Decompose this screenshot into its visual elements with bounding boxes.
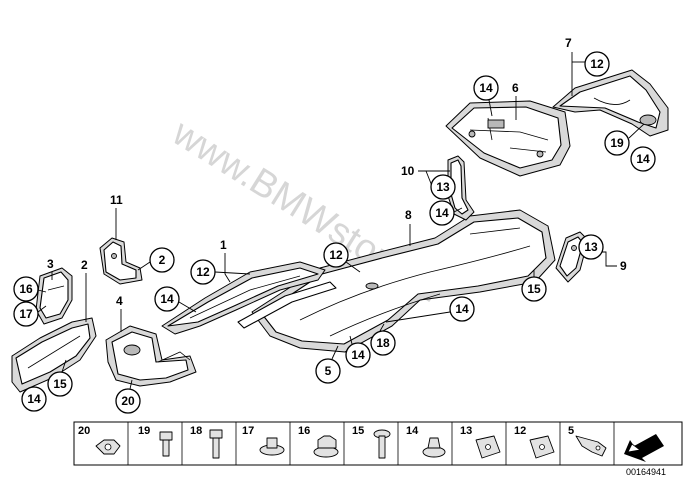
svg-text:12: 12 <box>514 425 526 437</box>
strip-item-17: 17 <box>242 425 285 456</box>
strip-item-15: 15 <box>352 425 391 459</box>
callout-5: 5 <box>315 358 341 384</box>
callout-14-lower-left: 14 <box>21 386 47 412</box>
label-1: 1 <box>220 238 227 252</box>
svg-text:17: 17 <box>242 425 254 437</box>
parts-strip: 20 19 18 17 16 15 <box>73 421 683 466</box>
label-7: 7 <box>565 36 572 50</box>
callout-15-right: 15 <box>521 276 547 302</box>
svg-text:14: 14 <box>406 425 419 437</box>
strip-item-5: 5 <box>568 425 607 457</box>
part-11-bracket <box>99 237 143 285</box>
svg-text:15: 15 <box>352 425 364 437</box>
callout-18: 18 <box>370 330 396 356</box>
label-6: 6 <box>512 81 519 95</box>
strip-item-16: 16 <box>298 425 339 458</box>
svg-text:18: 18 <box>376 336 390 350</box>
svg-text:2: 2 <box>159 253 166 267</box>
svg-text:14: 14 <box>479 81 493 95</box>
strip-item-12: 12 <box>514 425 555 459</box>
svg-text:14: 14 <box>636 152 650 166</box>
svg-text:14: 14 <box>435 206 449 220</box>
part-7-heat-shield <box>552 69 669 137</box>
svg-text:14: 14 <box>160 292 174 306</box>
callout-14-center: 14 <box>429 200 455 226</box>
strip-item-13: 13 <box>460 425 501 459</box>
part-10-bracket <box>447 155 475 221</box>
part-1-heat-shield <box>161 261 326 335</box>
part-6-heat-shield <box>445 100 571 177</box>
svg-text:19: 19 <box>610 136 624 150</box>
callouts: 12 14 19 14 13 14 12 <box>13 51 656 414</box>
part-3-shield <box>35 267 73 325</box>
strip-item-14: 14 <box>406 425 446 458</box>
label-3: 3 <box>47 257 54 271</box>
label-10: 10 <box>401 164 415 178</box>
label-11: 11 <box>110 193 123 207</box>
callout-14-top: 14 <box>473 75 499 101</box>
callout-17: 17 <box>13 301 39 327</box>
callout-16: 16 <box>13 276 39 302</box>
svg-text:17: 17 <box>19 307 33 321</box>
label-8: 8 <box>405 208 412 222</box>
label-9: 9 <box>620 259 627 273</box>
plain-labels: 7 6 10 8 9 11 1 3 2 4 <box>47 36 627 332</box>
strip-item-20: 20 <box>78 425 121 455</box>
svg-text:5: 5 <box>325 364 332 378</box>
callout-2: 2 <box>149 247 175 273</box>
callout-13-right: 13 <box>578 234 604 260</box>
callout-14-bottom-center: 14 <box>345 342 371 368</box>
direction-arrow-icon <box>624 434 664 462</box>
part-2-shield <box>11 317 97 393</box>
svg-text:12: 12 <box>329 248 343 262</box>
callout-12-center: 12 <box>323 242 349 268</box>
label-4: 4 <box>116 294 123 308</box>
svg-text:19: 19 <box>138 425 150 437</box>
part-4-bracket <box>105 325 197 387</box>
svg-text:15: 15 <box>53 377 67 391</box>
callout-13-upper: 13 <box>430 174 456 200</box>
callout-19: 19 <box>604 130 630 156</box>
svg-text:20: 20 <box>78 425 90 437</box>
svg-text:13: 13 <box>584 240 598 254</box>
part-1-strip <box>237 281 337 329</box>
svg-text:16: 16 <box>298 425 310 437</box>
svg-text:16: 16 <box>19 282 33 296</box>
callout-14-left: 14 <box>154 286 180 312</box>
callout-12-top-right: 12 <box>584 51 610 77</box>
svg-text:12: 12 <box>590 57 604 71</box>
label-2: 2 <box>81 258 88 272</box>
callout-14-mid: 14 <box>449 296 475 322</box>
svg-text:15: 15 <box>527 282 541 296</box>
svg-text:13: 13 <box>436 180 450 194</box>
strip-item-18: 18 <box>190 425 223 459</box>
svg-text:14: 14 <box>27 392 41 406</box>
svg-text:5: 5 <box>568 425 574 437</box>
svg-text:18: 18 <box>190 425 202 437</box>
svg-text:14: 14 <box>351 348 365 362</box>
svg-text:14: 14 <box>455 302 469 316</box>
callout-12-left: 12 <box>190 259 216 285</box>
svg-text:13: 13 <box>460 425 472 437</box>
reference-id: 00164941 <box>626 467 666 477</box>
callout-15-left: 15 <box>47 371 73 397</box>
callout-20: 20 <box>115 388 141 414</box>
strip-item-19: 19 <box>138 425 173 457</box>
part-8-underbody-panel <box>251 209 556 353</box>
svg-text:20: 20 <box>121 394 135 408</box>
callout-14-right-top: 14 <box>630 146 656 172</box>
svg-text:12: 12 <box>196 265 210 279</box>
